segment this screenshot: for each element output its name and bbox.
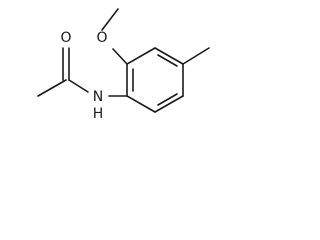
nitrogen-to-carbonyl-bond xyxy=(68,79,89,93)
carbonyl-oxygen-label: O xyxy=(60,30,71,46)
oxygen-to-methyl-bond xyxy=(101,8,119,31)
ring-bond xyxy=(154,47,184,65)
ring-bond xyxy=(126,95,156,113)
ring-bond xyxy=(126,47,156,65)
ring-double-bond xyxy=(157,93,178,106)
ring-bond xyxy=(154,95,184,113)
methyl-bond xyxy=(182,47,210,65)
ring-double-bond xyxy=(157,54,178,67)
benzene-ring xyxy=(126,47,184,113)
methoxy-oxygen-label: O xyxy=(96,30,107,46)
ring-to-oxygen-bond xyxy=(112,48,128,65)
amide-hydrogen-label: H xyxy=(93,106,104,122)
amide-nitrogen-label: N xyxy=(93,89,103,105)
acetyl-methyl-bond xyxy=(37,79,67,97)
structure-diagram: O N H O xyxy=(37,8,210,122)
